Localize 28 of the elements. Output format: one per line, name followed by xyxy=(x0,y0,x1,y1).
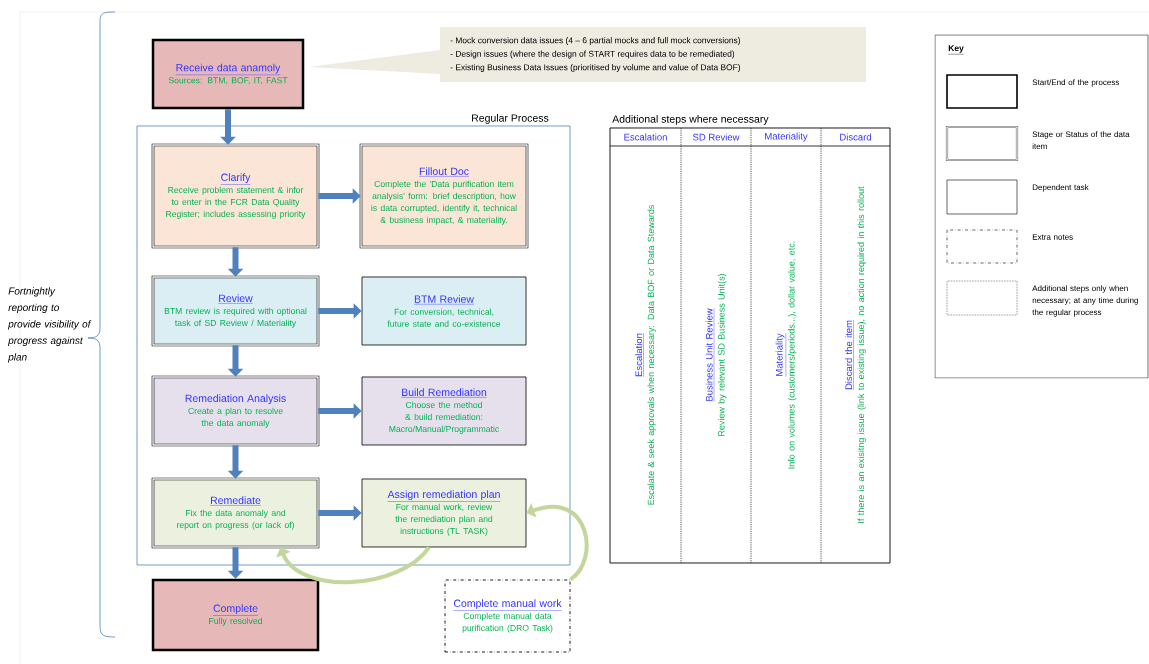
frame-heading: Regular Process xyxy=(472,114,549,124)
table-column: Escalation Escalation Escalate & seek approvals when necessary: Data BOF or Data Stewards xyxy=(624,133,667,505)
key-label: Start/End of the process xyxy=(1032,79,1120,87)
table-column: Materiality Materiality Info on volumes (customers/periods...), dollar value, etc. xyxy=(765,132,808,469)
task-box: Build Remediation Choose the method & build remediation: Macro/Manual/Programmatic xyxy=(361,376,527,446)
key-label: Additional steps only when necessary; at any time during the regular process xyxy=(1032,285,1138,317)
stage-box: Review BTM review is required with optional task of SD Review / Materiality xyxy=(151,275,320,347)
table-column: SD Review Business Unit Review Review by relevant SD Business Unit(s) xyxy=(692,133,740,436)
stage-box: Fillout Doc Complete the 'Data purification item analysis' form: brief description, how is data corrupted, identify it, technical & business impact, & materiality. xyxy=(359,143,529,249)
task-box: Assign remediation plan For manual work, review the remediation plan and instructions (TL TASK) xyxy=(361,478,527,548)
process-frame xyxy=(136,125,571,566)
key-label: Extra notes xyxy=(1032,234,1073,240)
key-heading: Key xyxy=(948,45,964,55)
stage-box: Clarify Receive problem statement & infor to enter in the FCR Data Quality Register; includes assessing priority xyxy=(151,143,320,249)
table-heading: Additional steps where necessary xyxy=(612,115,769,125)
arrow xyxy=(276,546,431,585)
key-label: Dependent task xyxy=(1032,184,1089,192)
key-label: Stage or Status of the data item xyxy=(1032,131,1130,150)
task-box: BTM Review For conversion, technical, future state and co-existence xyxy=(361,276,527,346)
table-column: Discard Discard the item If there is an exisitng issue (link to existing issue), no action required in this rollout xyxy=(840,133,871,523)
note-box: Complete manual work Complete manual data purification (DRO Task) xyxy=(444,579,571,653)
stage-box: Remediation Analysis Create a plan to resolve the data anomaly xyxy=(151,375,320,447)
stage-box: Remediate Fix the data anomaly and report on progress (or lack of) xyxy=(151,477,320,549)
terminal-box: Receive data anamoly Sources: BTM, BOF, IT, FAST xyxy=(151,38,305,110)
terminal-box: Complete Fully resolved xyxy=(151,578,320,652)
steps-table xyxy=(609,127,891,564)
side-note: Fortnightly reporting to provide visibility of progress against plan xyxy=(7,287,92,363)
callout-box: - Mock conversion data issues (4 – 6 partial mocks and full mock conversions) - Design issues (where the design of START requires data to be remediated) - Existing Business Data Issues (prioritised by volume and value of Data BOF) xyxy=(308,27,866,82)
